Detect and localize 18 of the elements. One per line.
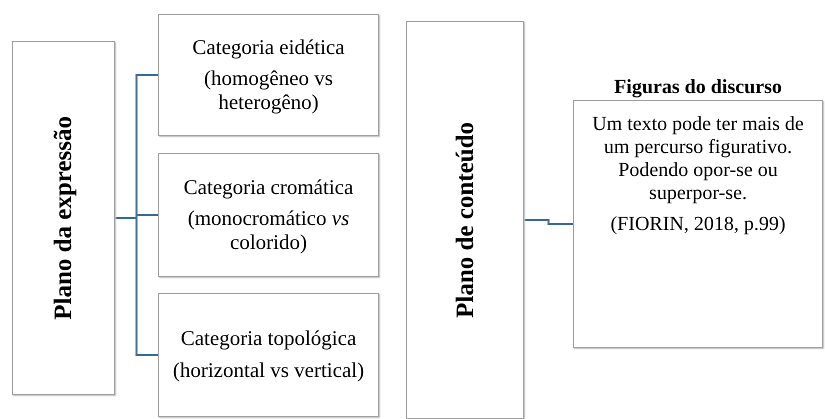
- box-title: Plano de conteúdo: [452, 122, 478, 318]
- category-title: Categoria eidética: [192, 36, 345, 60]
- category-box: [158, 293, 379, 417]
- category-description: (homogêneo vs heterogêno): [203, 67, 334, 114]
- category-description: (monocromático vs colorido): [186, 207, 350, 254]
- category-title: Categoria cromática: [184, 176, 354, 200]
- note-text: Um texto pode ter mais de um percurso figurativo. Podendo opor-se ou superpor-se.: [591, 113, 805, 205]
- category-box: [158, 14, 379, 136]
- category-box: [158, 153, 379, 277]
- category-description: (horizontal vs vertical): [172, 359, 364, 383]
- connector-line: [115, 217, 158, 356]
- citation-text: (FIORIN, 2018, p.99): [610, 213, 786, 236]
- box-title: Plano da expressão: [51, 116, 76, 320]
- connector-line: [524, 219, 573, 225]
- vertical-label-box: [12, 41, 115, 395]
- category-title: Categoria topológica: [180, 327, 356, 351]
- note-heading: Figuras do discurso: [613, 76, 783, 99]
- vertical-label-box: [406, 21, 524, 419]
